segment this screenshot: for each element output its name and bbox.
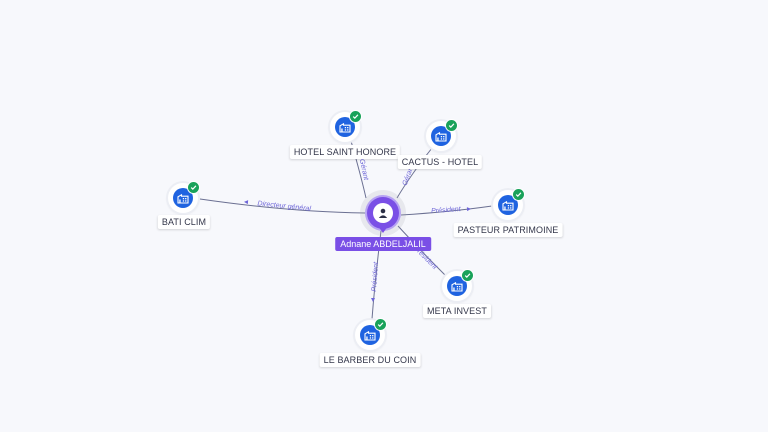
company-node-bati-clim[interactable] <box>168 181 200 213</box>
person-icon <box>373 203 393 223</box>
verified-check-icon <box>187 181 200 194</box>
person-node-pointer <box>378 226 388 233</box>
building-icon <box>498 195 518 215</box>
company-label-meta-invest[interactable]: META INVEST <box>423 304 491 318</box>
building-icon <box>360 325 380 345</box>
building-icon <box>173 188 193 208</box>
person-name-label[interactable]: Adnane ABDELJALIL <box>335 237 431 251</box>
company-label-hotel-saint-honore[interactable]: HOTEL SAINT HONORE <box>289 145 401 159</box>
edge-role-label: Président <box>371 261 380 292</box>
person-node[interactable] <box>367 197 399 229</box>
verified-check-icon <box>445 119 458 132</box>
company-label-bati-clim[interactable]: BATI CLIM <box>157 215 211 229</box>
company-node-pasteur-patrimoine[interactable] <box>493 188 525 220</box>
building-icon <box>431 126 451 146</box>
edge-bati-clim <box>199 198 366 214</box>
edge-role-label: Gérant <box>358 158 370 181</box>
edge-cactus-hotel <box>396 147 433 199</box>
company-node-hotel-saint-honore[interactable] <box>330 110 362 142</box>
edge-arrow-pasteur-patrimoine <box>466 207 471 212</box>
building-icon <box>335 117 355 137</box>
edge-arrow-le-barber-du-coin <box>371 298 375 302</box>
company-node-le-barber-du-coin[interactable] <box>355 318 387 350</box>
company-node-cactus-hotel[interactable] <box>426 119 458 151</box>
edge-pasteur-patrimoine <box>400 205 493 216</box>
edge-arrow-bati-clim <box>244 200 249 205</box>
company-label-pasteur-patrimoine[interactable]: PASTEUR PATRIMOINE <box>453 223 563 237</box>
building-icon <box>447 276 467 296</box>
edge-role-label: Directeur général <box>257 200 312 213</box>
company-node-meta-invest[interactable] <box>442 269 474 301</box>
verified-check-icon <box>349 110 362 123</box>
company-label-cactus-hotel[interactable]: CACTUS - HOTEL <box>397 155 483 169</box>
verified-check-icon <box>512 188 525 201</box>
verified-check-icon <box>461 269 474 282</box>
verified-check-icon <box>374 318 387 331</box>
edge-role-label: Président <box>431 206 462 215</box>
company-label-le-barber-du-coin[interactable]: LE BARBER DU COIN <box>319 353 421 367</box>
